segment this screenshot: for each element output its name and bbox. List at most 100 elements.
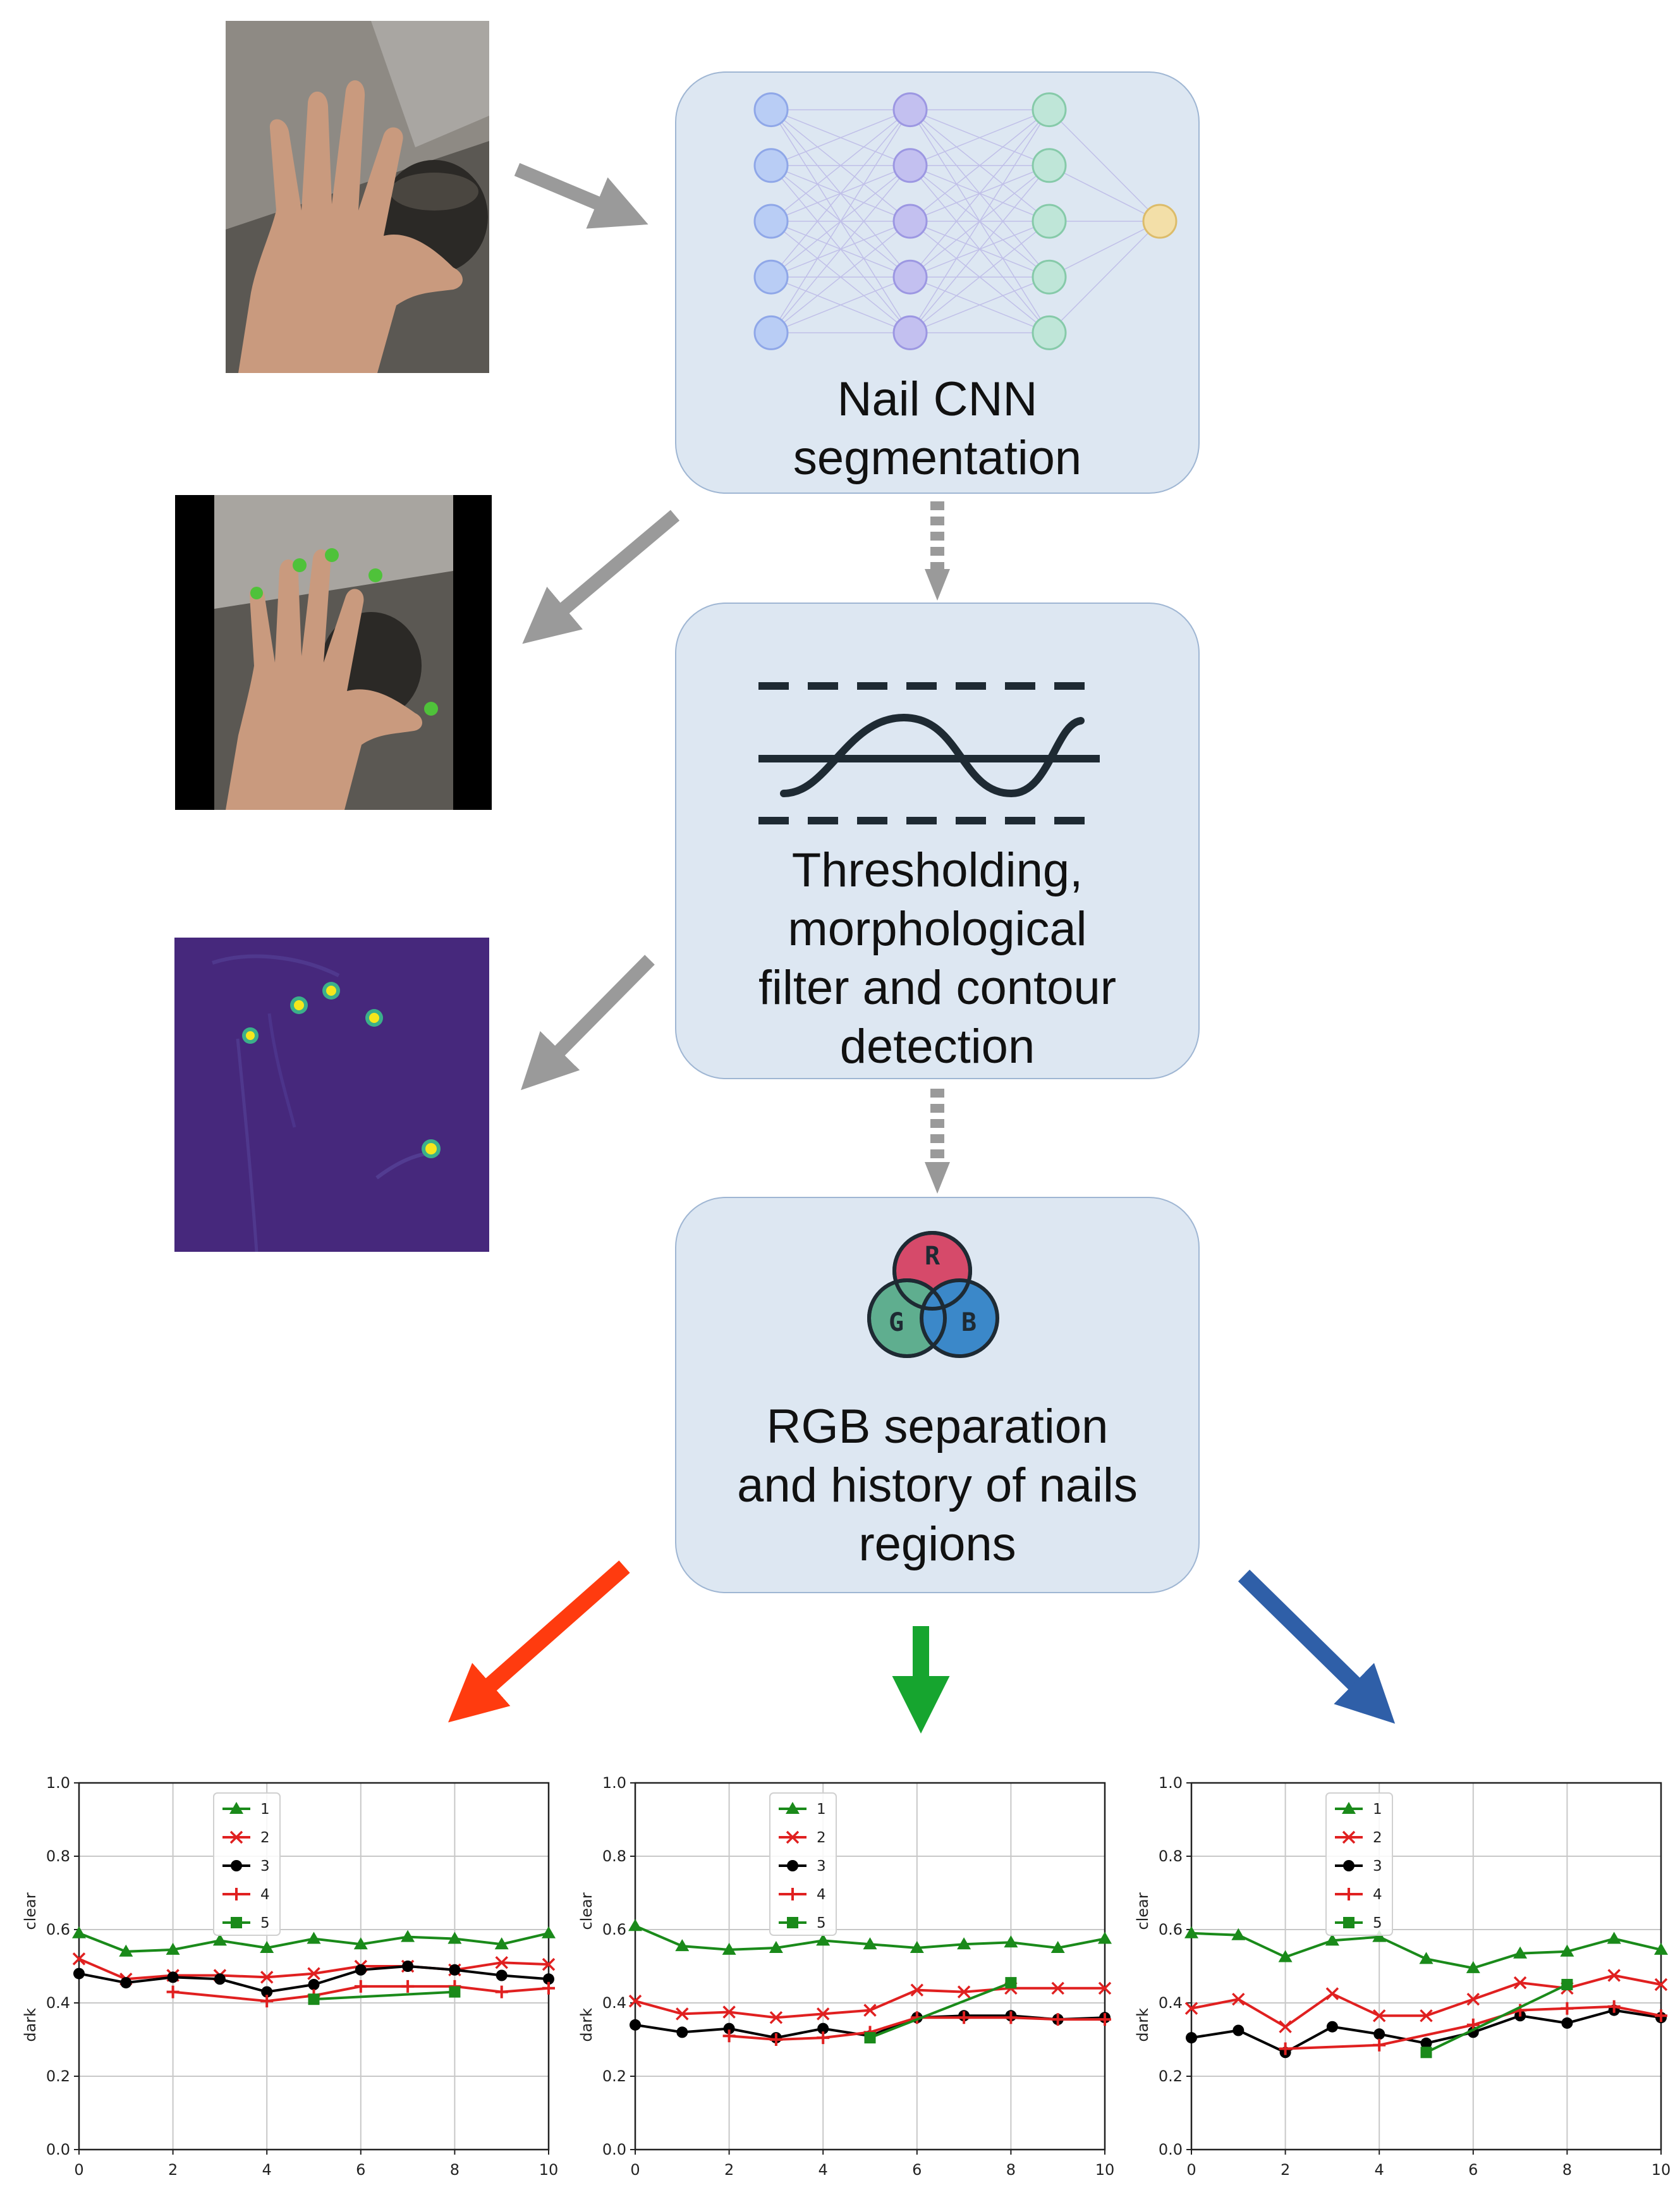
nn-node-layer1-2	[753, 148, 789, 183]
data-point-s1-4	[260, 1941, 274, 1953]
rgb-venn-icon: R G B	[867, 1231, 999, 1358]
legend-label-5: 5	[817, 1915, 826, 1931]
arrow-threshold-to-heatmap	[521, 955, 655, 1091]
hand-photo-image	[226, 21, 489, 373]
cnn-stage-box: Nail CNN segmentation	[675, 71, 1200, 494]
y-tick-label: 1.0	[1159, 1774, 1183, 1792]
data-point-s4-0	[166, 1985, 180, 1998]
y-tick-label: 0.8	[1159, 1847, 1183, 1865]
data-point-s3-0	[73, 1968, 85, 1980]
x-tick-label: 2	[724, 2161, 734, 2179]
nn-node-layer1-1	[753, 92, 789, 128]
legend-marker-2	[229, 1830, 243, 1844]
legend-label-2: 2	[260, 1830, 270, 1846]
nn-node-layer2-3	[892, 204, 928, 239]
nn-node-layer4-1	[1142, 204, 1178, 239]
series-5	[1420, 1979, 1573, 2059]
ylabel-clear: clear	[1134, 1892, 1152, 1930]
data-point-s1-0	[628, 1919, 642, 1931]
threshold-label-line-4: detection	[839, 1020, 1035, 1074]
series-5	[308, 1986, 461, 2005]
x-tick-label: 8	[1562, 2161, 1572, 2179]
series-5	[864, 1977, 1017, 2044]
data-point-s4-8	[1099, 2013, 1111, 2026]
y-tick-label: 0.2	[46, 2067, 70, 2085]
y-tick-label: 0.4	[602, 1994, 626, 2012]
data-point-s2-1	[676, 2007, 689, 2021]
data-point-s2-10	[1098, 1981, 1112, 1995]
data-point-s4-1	[769, 2033, 782, 2046]
data-point-s1-0	[1184, 1926, 1198, 1938]
nn-node-layer1-5	[753, 315, 789, 350]
data-point-s3-2	[167, 1971, 179, 1983]
y-tick-label: 0.4	[1159, 1994, 1183, 2012]
data-point-s4-6	[1004, 2011, 1018, 2024]
data-point-s3-1	[1233, 2024, 1245, 2036]
legend-label-5: 5	[1373, 1915, 1382, 1931]
data-point-s4-5	[958, 2011, 971, 2024]
x-tick-label: 2	[1281, 2161, 1290, 2179]
ylabel-dark: dark	[21, 2008, 39, 2042]
data-point-s2-4	[260, 1971, 274, 1984]
legend-label-3: 3	[260, 1858, 270, 1875]
data-point-s1-1	[675, 1939, 690, 1952]
neural-network-icon	[753, 92, 1178, 350]
data-point-s2-10	[1654, 1978, 1668, 1992]
y-tick-label: 1.0	[602, 1774, 626, 1792]
data-point-s1-2	[1278, 1950, 1293, 1962]
rgb-label-line-2: and history of nails	[737, 1459, 1138, 1512]
data-point-s1-6	[1466, 1961, 1480, 1973]
data-point-s1-5	[863, 1937, 877, 1950]
y-tick-label: 1.0	[46, 1774, 70, 1792]
data-point-s1-10	[1654, 1942, 1668, 1955]
data-point-s1-1	[119, 1944, 133, 1957]
nail-heatmap	[174, 938, 489, 1252]
rgb-letter-g: G	[889, 1308, 904, 1337]
x-tick-label: 8	[1006, 2161, 1016, 2179]
data-point-s1-1	[1231, 1928, 1246, 1940]
x-tick-label: 4	[262, 2161, 272, 2179]
series-line-2	[1191, 1974, 1662, 2029]
legend-label-3: 3	[1373, 1858, 1382, 1875]
data-point-s2-9	[1051, 1981, 1064, 1995]
data-point-s5-0	[1420, 2047, 1432, 2059]
data-point-s2-0	[72, 1952, 86, 1966]
data-point-s2-7	[957, 1985, 971, 1998]
threshold-wave-icon	[758, 682, 1100, 824]
segmented-hand-image	[175, 495, 492, 810]
legend-marker-4	[230, 1888, 243, 1900]
data-point-s3-3	[214, 1973, 226, 1985]
data-point-s1-0	[72, 1926, 86, 1938]
data-point-s2-2	[722, 2005, 736, 2019]
data-point-s4-0	[1279, 2042, 1292, 2055]
nn-node-layer3-3	[1032, 204, 1067, 239]
data-point-s1-9	[1607, 1931, 1621, 1944]
ylabel-dark: dark	[1134, 2008, 1152, 2042]
rgb-label-line-3: regions	[858, 1517, 1016, 1571]
y-tick-label: 0.2	[1159, 2067, 1183, 2085]
data-point-s1-4	[816, 1933, 831, 1946]
legend-label-5: 5	[260, 1915, 270, 1931]
nn-node-layer3-2	[1032, 148, 1067, 183]
plot-frame	[1190, 1782, 1662, 2151]
x-tick-label: 6	[912, 2161, 922, 2179]
data-point-s4-6	[495, 1985, 508, 1998]
data-point-s4-2	[817, 2031, 830, 2045]
nn-node-layer1-3	[753, 204, 789, 239]
data-point-s2-1	[1232, 1992, 1245, 2006]
x-tick-label: 0	[74, 2161, 83, 2179]
data-point-s2-6	[1466, 1992, 1480, 2006]
cnn-label-line-2: segmentation	[793, 431, 1082, 485]
x-tick-label: 6	[1468, 2161, 1478, 2179]
segmented-hand-photo	[175, 495, 492, 810]
legend-label-2: 2	[1373, 1830, 1382, 1846]
series-1	[628, 1919, 1112, 1955]
data-point-s5-1	[1005, 1977, 1017, 1989]
data-point-s4-5	[1607, 2000, 1621, 2013]
data-point-s3-7	[402, 1961, 414, 1972]
data-point-s2-7	[1513, 1976, 1527, 1990]
